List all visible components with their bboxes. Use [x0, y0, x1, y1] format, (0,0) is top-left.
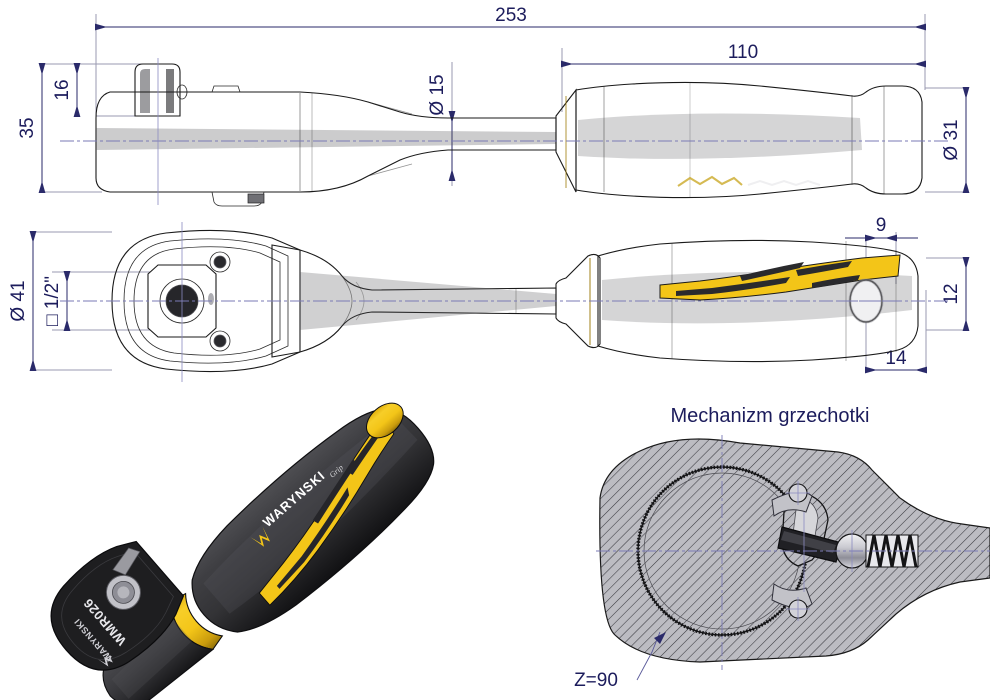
dimension-label-12: 12	[941, 283, 962, 304]
plunger-pin	[777, 526, 843, 563]
photo-grip: WARYNSKI Grip	[191, 402, 435, 633]
photo-head-w-logo-icon	[98, 651, 113, 667]
cover-screw-upper	[209, 251, 231, 273]
product-photo-view: WARYNSKI Grip	[50, 402, 435, 700]
detail-cover-screws	[786, 481, 810, 621]
grip-side	[597, 239, 919, 363]
yellow-collar-side	[555, 253, 601, 349]
dimension-hole-diameter: 12	[941, 257, 970, 331]
detail-view-title: Mechanizm grzechotki	[671, 405, 870, 427]
dimension-label-14: 14	[885, 348, 907, 369]
brand-w-logo-icon	[250, 526, 271, 547]
top-view-extension-lines	[40, 14, 968, 193]
dimension-label-diameter-41: Ø 41	[8, 280, 29, 321]
side-view: Ø 41 □ 1/2" 9 12 14	[8, 215, 970, 382]
cover-screw-lower	[209, 330, 231, 352]
photo-ratchet-head: WMR026 WARYNSKI	[50, 540, 185, 671]
dimension-hole-offset: 9	[845, 215, 918, 242]
photo-shaft	[102, 599, 215, 700]
dimension-label-square-half-inch: □ 1/2"	[42, 276, 63, 326]
grip-flame-graphic	[659, 254, 901, 301]
dimension-label-253: 253	[495, 5, 527, 26]
grip-engraving-top	[677, 175, 821, 187]
photo-reverse-lever	[105, 547, 141, 610]
wrench-body-top	[95, 85, 557, 207]
dimension-label-16: 16	[52, 79, 73, 100]
dimension-label-9: 9	[876, 215, 887, 236]
square-drive-boss-top	[134, 63, 188, 117]
dimension-label-diameter-15: Ø 15	[427, 74, 448, 115]
photo-end-cap	[366, 402, 404, 439]
label-tooth-count: Z=90	[574, 670, 618, 691]
grip-top	[575, 81, 923, 199]
dimension-label-35: 35	[17, 117, 38, 138]
yellow-collar-top	[555, 88, 577, 193]
dimension-label-110: 110	[728, 42, 758, 63]
dimension-end-offset: 14	[865, 348, 927, 374]
tooth-count-callout: Z=90	[574, 631, 666, 691]
dimension-handle-length: 110	[561, 42, 926, 68]
dimension-head-height: 35	[17, 63, 46, 193]
dimension-head-diameter: Ø 41	[8, 231, 37, 371]
dimension-label-diameter-31: Ø 31	[941, 119, 962, 160]
dimension-shaft-diameter: Ø 15	[427, 62, 456, 186]
dimension-overall-length: 253	[95, 5, 926, 31]
dimension-grip-diameter: Ø 31	[941, 87, 970, 193]
detail-view-ratchet-mechanism: Mechanizm grzechotki	[574, 405, 990, 691]
top-view: 253 110 35 16 Ø 15 Ø 31	[17, 5, 970, 207]
dimension-drive-height: 16	[52, 63, 81, 117]
